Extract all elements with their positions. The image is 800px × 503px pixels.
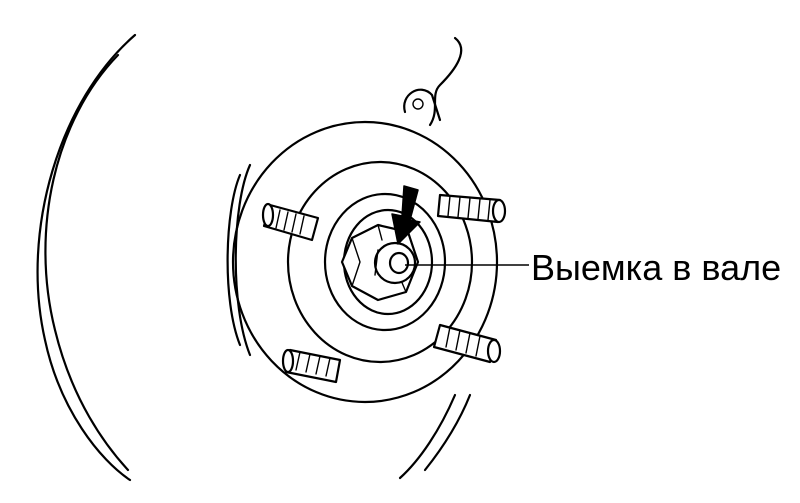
wheel-stud-lower-left [281, 348, 342, 384]
down-arrow-icon [391, 185, 421, 245]
shaft-notch-label: Выемка в вале [531, 247, 782, 288]
wheel-stud-lower-right [432, 323, 502, 364]
brake-disc-outline [36, 33, 472, 482]
dust-shield-bracket [403, 36, 463, 127]
wheel-stud-upper-left [261, 202, 320, 242]
wheel-stud-upper-right [436, 193, 507, 224]
hub-nut-and-shaft [323, 192, 447, 332]
